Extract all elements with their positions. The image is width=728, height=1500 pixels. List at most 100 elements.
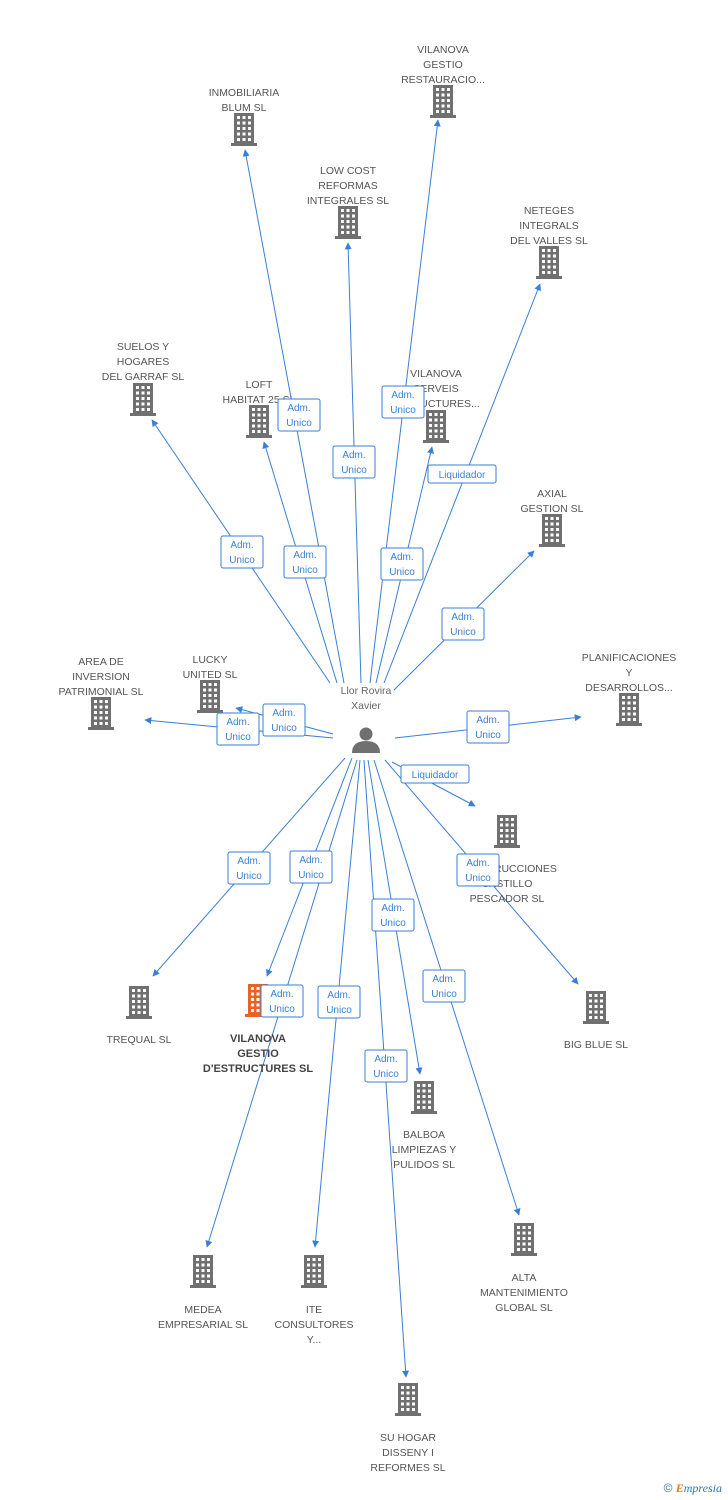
company-label: SERVEIS [413,383,458,395]
company-label: DEL VALLES SL [510,235,588,247]
role-label: Unico [373,1069,399,1080]
company-label: TREQUAL SL [107,1034,172,1046]
role-badge[interactable]: Adm.Unico [456,853,500,887]
company-label: LUCKY [192,654,227,666]
company-label: VILANOVA [230,1033,286,1045]
building-icon [411,1081,437,1114]
role-badge[interactable]: Adm.Unico [216,712,260,746]
company-node-planificaciones[interactable]: PLANIFICACIONESYDESARROLLOS... [582,652,677,726]
role-badge[interactable]: Adm.Unico [260,984,304,1018]
role-badge-box [466,710,510,744]
role-badge-box [277,398,321,432]
company-label: LOW COST [320,165,377,177]
role-badge[interactable]: Adm.Unico [380,547,424,581]
role-badge[interactable]: Adm.Unico [371,898,415,932]
company-label: GESTIO [237,1048,279,1060]
role-badge[interactable]: Adm. Unico [220,535,264,569]
company-node-bigblue[interactable]: BIG BLUE SL [564,991,628,1051]
role-label: Unico [236,871,262,882]
building-icon [246,405,272,438]
role-badge-box [283,545,327,579]
role-badge[interactable]: Adm.Unico [283,545,327,579]
role-badge[interactable]: Adm.Unico [262,703,306,737]
company-node-lucky[interactable]: LUCKY UNITED SL [183,654,238,713]
company-label: GLOBAL SL [495,1302,553,1314]
building-icon [494,815,520,848]
role-badge[interactable]: Adm.Unico [364,1049,408,1083]
role-badge[interactable]: Adm.Unico [332,445,376,479]
person-name: Llor Rovira [341,685,392,697]
role-badge[interactable]: Liquidador [400,764,470,784]
company-label: UNITED SL [183,669,238,681]
role-badge-box [216,712,260,746]
role-badge[interactable]: Adm.Unico [289,850,333,884]
role-label: Unico [271,723,297,734]
role-label: Unico [475,730,501,741]
role-badge-box [364,1049,408,1083]
building-icon [301,1255,327,1288]
company-label: INMOBILIARIA [209,87,280,99]
role-badge-box [220,535,264,569]
person-name: Xavier [351,700,381,712]
role-label: Adm. [391,390,414,401]
role-label: Adm. [230,540,253,551]
company-label: INVERSION [72,671,130,683]
role-badge[interactable]: Adm.Unico [381,385,425,419]
company-label: RESTAURACIO... [401,74,485,86]
company-label: INTEGRALES SL [307,195,389,207]
building-icon [539,514,565,547]
company-label: DESARROLLOS... [585,682,673,694]
role-badge[interactable]: Liquidador [427,464,497,484]
role-badge-box [422,969,466,1003]
role-badge[interactable]: Adm.Unico [422,969,466,1003]
role-badge[interactable]: Adm.Unico [317,985,361,1019]
company-label: LOFT [246,379,273,391]
role-badge[interactable]: Adm.Unico [277,398,321,432]
role-badge-box [289,850,333,884]
role-badge-box [260,984,304,1018]
role-badge-box [371,898,415,932]
company-label: EMPRESARIAL SL [158,1319,248,1331]
company-label: DISSENY I [382,1447,434,1459]
building-icon [197,680,223,713]
role-badge-box [380,547,424,581]
role-badge[interactable]: Adm.Unico [441,607,485,641]
role-badge[interactable]: Adm.Unico [227,851,271,885]
company-label: INTEGRALS [519,220,579,232]
company-node-trequal[interactable]: TREQUAL SL [107,986,172,1046]
role-label: Unico [431,989,457,1000]
company-label: ITE [306,1304,322,1316]
person-icon [352,727,380,753]
role-label: Liquidador [412,770,459,781]
role-badge[interactable]: Adm.Unico [466,710,510,744]
role-label: Unico [229,555,255,566]
company-label: Y... [307,1334,321,1346]
company-label: REFORMES SL [370,1462,445,1474]
role-badge-box [400,764,470,784]
company-label: GESTION SL [520,503,583,515]
role-badge-box [456,853,500,887]
company-node-ite[interactable]: ITECONSULTORESY... [275,1255,354,1346]
building-icon [423,410,449,443]
company-node-vilanova-rest[interactable]: VILANOVAGESTIORESTAURACIO... [401,44,485,118]
building-icon [583,991,609,1024]
company-label: MANTENIMIENTO [480,1287,568,1299]
copyright-footer[interactable]: © Empresia [664,1481,722,1496]
company-label: VILANOVA [417,44,469,56]
role-label: Unico [389,567,415,578]
